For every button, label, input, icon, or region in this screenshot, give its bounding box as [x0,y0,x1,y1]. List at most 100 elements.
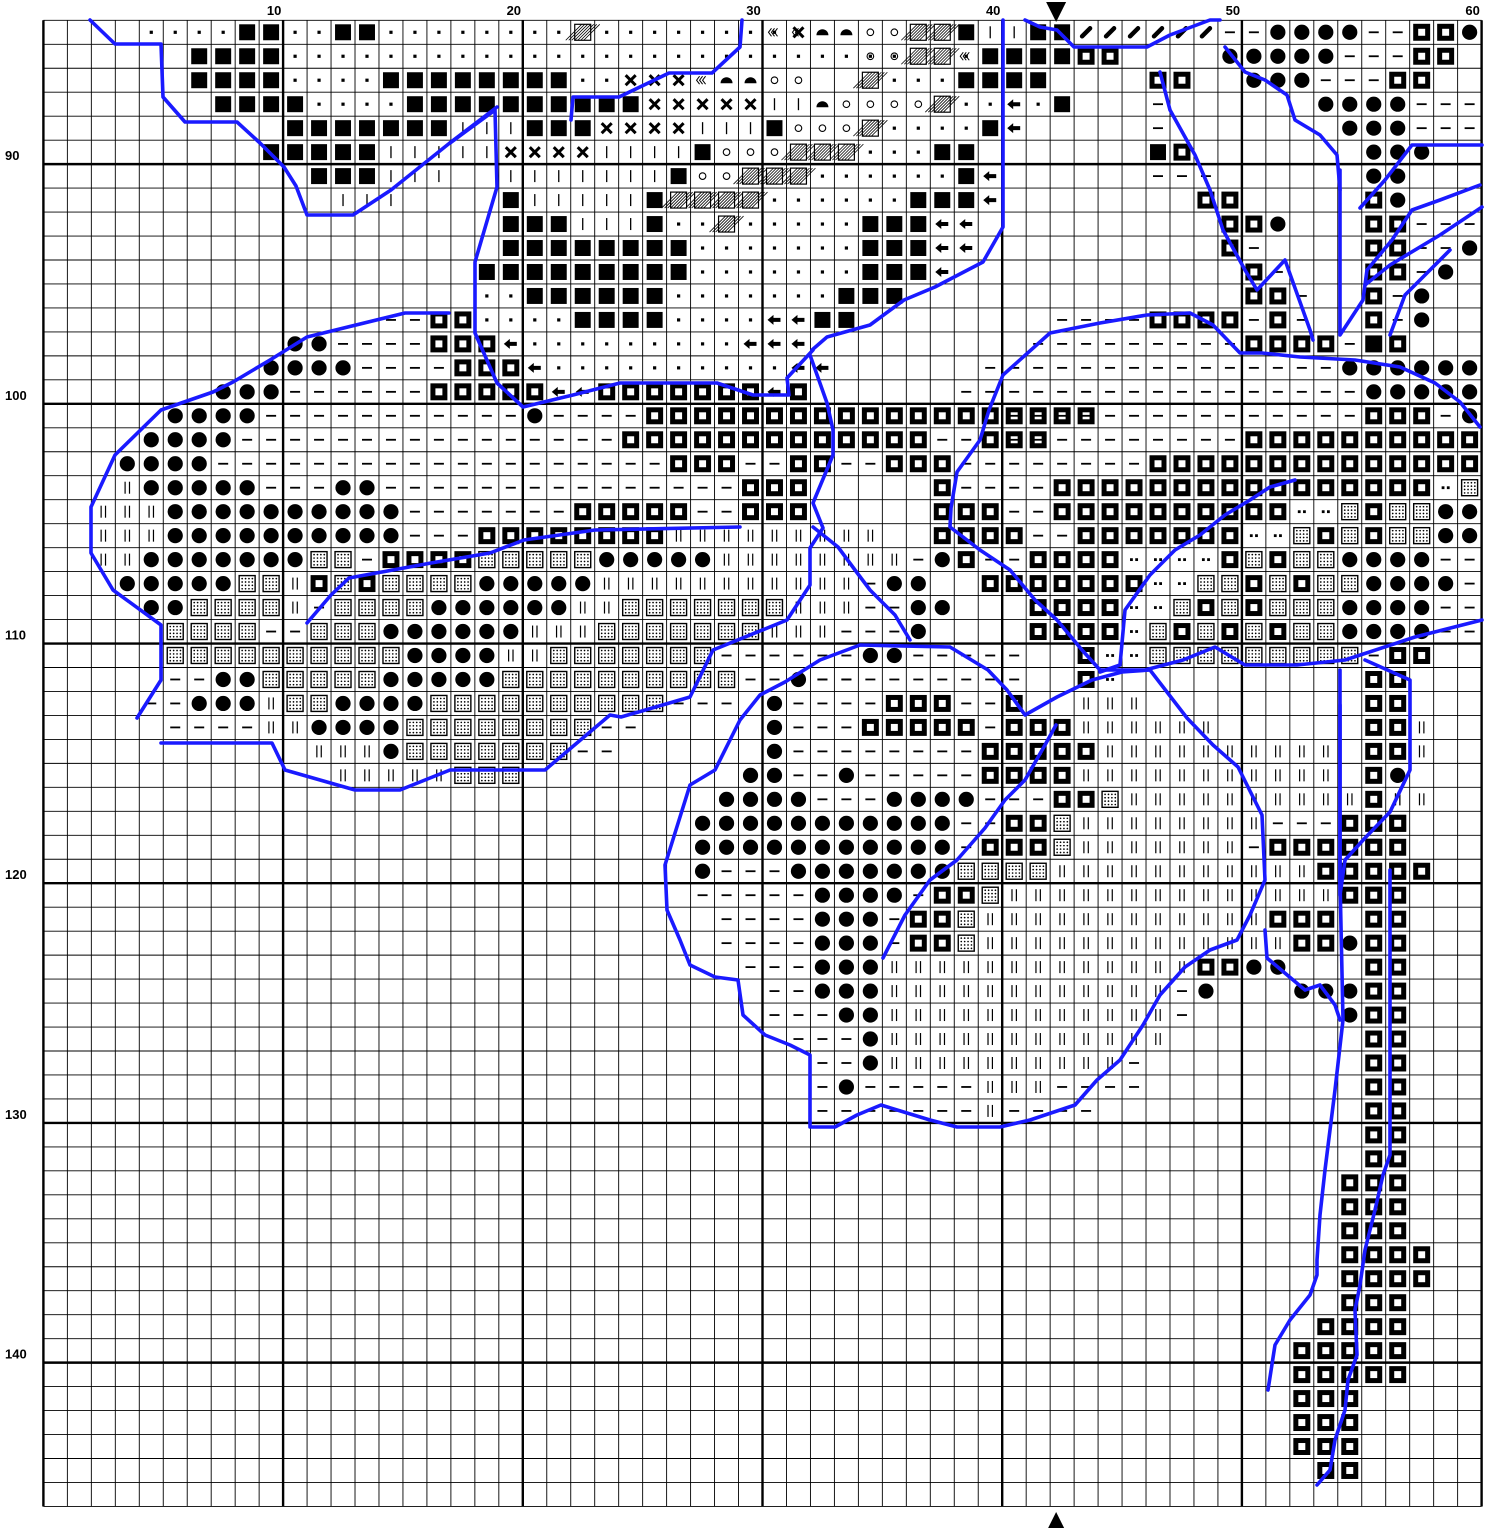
filled-circle-stitch [240,408,255,423]
framed-square-stitch [1221,479,1238,496]
framed-square-stitch [1389,1318,1406,1335]
double-bar-stitch [365,745,369,757]
filled-circle-stitch [815,888,830,903]
framed-square-stitch [646,383,663,400]
speckled-square-stitch [1246,552,1262,568]
dot-stitch [677,366,680,369]
dot-stitch [773,198,776,201]
double-dot-stitch [1442,486,1450,489]
double-bar-stitch [1252,937,1256,949]
filled-circle-stitch [311,720,326,735]
framed-square-stitch [910,431,927,448]
filled-circle-stitch [1342,25,1357,40]
double-bar-stitch [1084,697,1088,709]
filled-circle-stitch [887,792,902,807]
dot-stitch [509,318,512,321]
double-bar-stitch [533,626,537,638]
double-bar-stitch [1012,1009,1016,1021]
filled-circle-stitch [887,888,902,903]
solid-square-stitch [1054,24,1070,40]
framed-square-stitch [1293,479,1310,496]
dot-stitch [725,342,728,345]
filled-circle-stitch [527,600,542,615]
framed-square-stitch [1413,407,1430,424]
speckled-square-stitch [191,600,207,616]
framed-square-stitch [1365,743,1382,760]
solid-square-stitch [982,48,998,64]
double-dot-stitch [1154,606,1162,609]
framed-square-stitch [1269,455,1286,472]
cross-stitch [578,147,588,157]
framed-square-stitch [1245,335,1262,352]
solid-square-stitch [647,288,663,304]
flower-outline-bottom [665,645,1265,1127]
filled-circle-stitch [911,576,926,591]
filled-circle-stitch [1342,121,1357,136]
filled-circle-stitch [887,840,902,855]
framed-square-stitch [958,887,975,904]
framed-square-stitch [1341,1246,1358,1263]
speckled-square-stitch [287,648,303,664]
framed-square-stitch [1389,839,1406,856]
framed-square-stitch [1221,959,1238,976]
dot-stitch [557,342,560,345]
framed-square-stitch [1006,767,1023,784]
left-arrow-stitch [552,387,565,397]
dot-stitch [629,342,632,345]
double-bar-stitch [988,1033,992,1045]
filled-circle-stitch [815,912,830,927]
solid-square-stitch [623,240,639,256]
filled-circle-stitch [791,816,806,831]
solid-square-stitch [910,264,926,280]
framed-square-stitch [958,407,975,424]
framed-square-stitch [1341,1222,1358,1239]
left-arrow-stitch [791,339,804,349]
double-bar-stitch [604,578,608,590]
speckled-square-stitch [335,552,351,568]
filled-circle-stitch [791,864,806,879]
framed-square-stitch [1389,1294,1406,1311]
solid-square-stitch [311,144,327,160]
framed-square-stitch [1245,287,1262,304]
double-bar-stitch [892,985,896,997]
filled-circle-stitch [743,840,758,855]
filled-circle-stitch [863,864,878,879]
framed-square-stitch [910,935,927,952]
double-bar-stitch [1204,865,1208,877]
double-bar-stitch [988,1009,992,1021]
framed-square-stitch [1102,599,1119,616]
dot-stitch [701,318,704,321]
speckled-square-stitch [623,695,639,711]
framed-square-stitch [1317,911,1334,928]
double-bar-stitch [1300,793,1304,805]
solid-square-stitch [527,264,543,280]
filled-circle-stitch [1390,384,1405,399]
solid-square-stitch [958,168,974,184]
solid-square-stitch [263,72,279,88]
filled-circle-stitch [168,432,183,447]
filled-circle-stitch [479,576,494,591]
center-markers [1046,2,1066,1528]
filled-circle-stitch [1462,504,1477,519]
solid-square-stitch [263,24,279,40]
double-bar-stitch [1132,721,1136,733]
solid-square-stitch [335,120,351,136]
double-bar-stitch [1252,913,1256,925]
filled-circle-stitch [935,792,950,807]
filled-circle-stitch [216,480,231,495]
double-bar-stitch [820,626,824,638]
dot-stitch [773,55,776,58]
solid-square-stitch [431,120,447,136]
dot-stitch [725,294,728,297]
double-bar-stitch [1108,697,1112,709]
speckled-square-stitch [263,576,279,592]
double-bar-stitch [293,721,297,733]
solid-square-stitch [982,72,998,88]
speckled-square-stitch [1390,504,1406,520]
filled-circle-stitch [1390,576,1405,591]
framed-square-stitch [1030,815,1047,832]
dot-stitch [389,55,392,58]
dot-stitch [749,222,752,225]
speckled-square-stitch [191,624,207,640]
filled-circle-stitch [192,528,207,543]
